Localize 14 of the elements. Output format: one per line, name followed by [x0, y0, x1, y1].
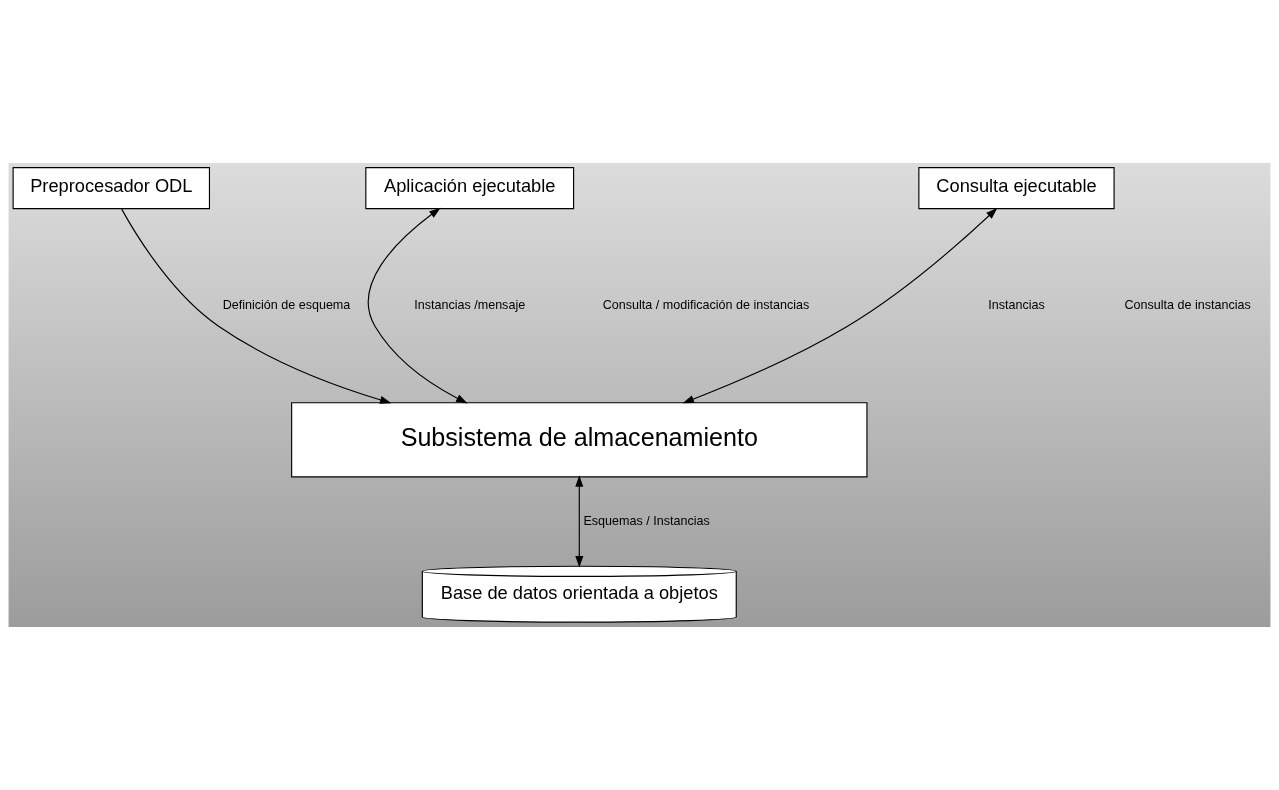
- edge-label: Esquemas / Instancias: [583, 513, 710, 528]
- label: Instancias: [988, 297, 1045, 312]
- node-box: Aplicación ejecutable: [365, 167, 575, 210]
- label: Consulta / modificación de instancias: [602, 297, 810, 312]
- node-box: Consulta ejecutable: [918, 167, 1115, 210]
- node-box: Preprocesador ODL: [12, 167, 211, 210]
- arrow: [575, 475, 584, 568]
- arrow: [367, 207, 468, 404]
- edge-label: Definición de esquema: [222, 297, 351, 312]
- label: Consulta de instancias: [1124, 297, 1251, 312]
- arrow: [121, 208, 392, 404]
- node-box: Subsistema de almacenamiento: [291, 402, 868, 478]
- arrow: [682, 207, 998, 404]
- label: Instancias /mensaje: [414, 297, 526, 312]
